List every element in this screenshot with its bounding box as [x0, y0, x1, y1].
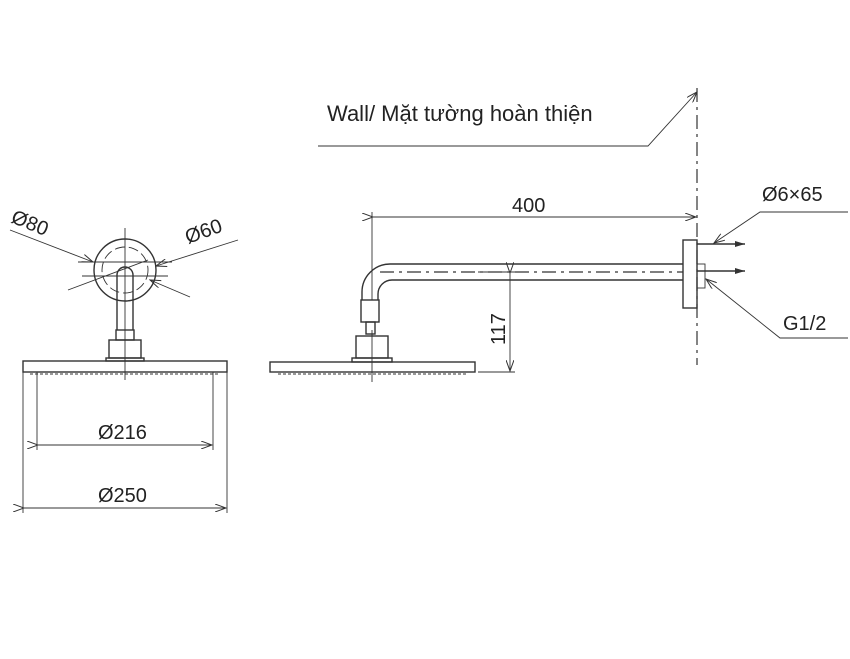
- plate-outer-diameter-label: Ø250: [98, 485, 147, 507]
- arm-length-label: 400: [512, 195, 545, 217]
- wall-callout: Wall/ Mặt tường hoàn thiện: [318, 92, 697, 147]
- side-view: [269, 211, 848, 382]
- thread-size-label: G1/2: [783, 313, 826, 335]
- front-view: [9, 228, 239, 513]
- arm-drop-label: 117: [488, 313, 510, 345]
- plate-inner-diameter-label: Ø216: [98, 422, 147, 444]
- wall-label: Wall/ Mặt tường hoàn thiện: [327, 101, 593, 126]
- screw-size-label: Ø6×65: [762, 184, 823, 206]
- flange-inner-diameter-label: Ø60: [182, 215, 225, 249]
- flange-outer-diameter-label: Ø80: [8, 206, 51, 241]
